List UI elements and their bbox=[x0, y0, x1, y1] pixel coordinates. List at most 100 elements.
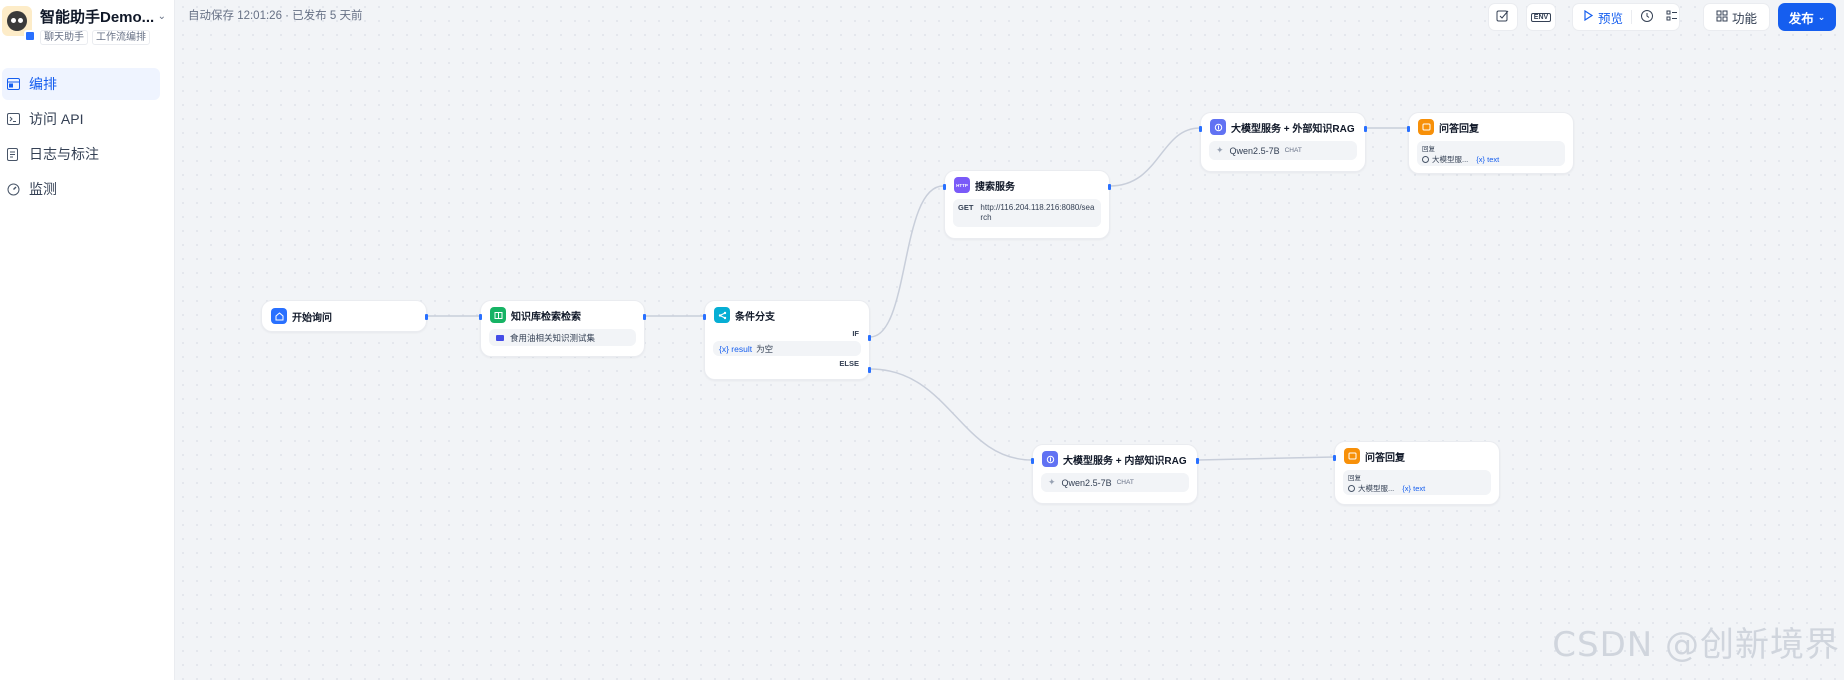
app-mode-tag: 工作流编排 bbox=[92, 30, 150, 45]
app-avatar bbox=[2, 6, 36, 42]
node-knowledge-retrieval[interactable]: 知识库检索检索 食用油相关知识测试集 bbox=[479, 300, 646, 357]
sidebar-item-label: 日志与标注 bbox=[29, 146, 99, 162]
history-icon[interactable] bbox=[1640, 9, 1654, 26]
output-handle[interactable] bbox=[1108, 184, 1111, 190]
node-llm-external[interactable]: 大模型服务 + 外部知识RAG ✦ Qwen2.5-7B CHAT bbox=[1199, 112, 1367, 172]
node-title: 知识库检索检索 bbox=[511, 311, 581, 323]
answer-icon bbox=[1344, 448, 1360, 464]
app-title: 智能助手Demo... bbox=[40, 9, 155, 26]
model-name: Qwen2.5-7B bbox=[1061, 477, 1112, 488]
model-selector: ✦ Qwen2.5-7B CHAT bbox=[1041, 473, 1189, 492]
node-http-request[interactable]: HTTP 搜索服务 GET http://116.204.118.216:808… bbox=[943, 170, 1111, 239]
checklist-button[interactable] bbox=[1488, 3, 1518, 31]
output-handle[interactable] bbox=[643, 314, 646, 320]
http-url: http://116.204.118.216:8080/search bbox=[980, 203, 1095, 222]
sidebar-item-api[interactable]: 访问 API bbox=[2, 103, 160, 135]
node-title: 大模型服务 + 内部知识RAG bbox=[1063, 455, 1187, 467]
llm-icon bbox=[1422, 156, 1429, 163]
folder-icon bbox=[496, 334, 504, 341]
sidebar-item-label: 监测 bbox=[29, 181, 57, 197]
model-mode-badge: CHAT bbox=[1116, 479, 1134, 486]
input-handle[interactable] bbox=[479, 314, 482, 320]
http-request-summary: GET http://116.204.118.216:8080/search bbox=[953, 199, 1101, 227]
layout-icon bbox=[6, 77, 20, 91]
terminal-icon bbox=[6, 112, 20, 126]
chat-badge-icon bbox=[24, 30, 36, 42]
node-title: 条件分支 bbox=[735, 311, 775, 323]
publish-label: 发布 bbox=[1788, 11, 1814, 26]
model-icon: ✦ bbox=[1048, 477, 1056, 487]
node-title: 搜索服务 bbox=[975, 181, 1015, 193]
output-handle[interactable] bbox=[1196, 458, 1199, 464]
node-answer-bottom[interactable]: 问答回复 回复 大模型服... {x} text bbox=[1333, 441, 1500, 505]
if-output-handle[interactable] bbox=[868, 335, 871, 341]
edge-http-llm-external bbox=[1109, 127, 1201, 187]
brain-icon bbox=[1042, 451, 1058, 467]
else-output-handle[interactable] bbox=[868, 367, 871, 373]
env-icon: ENV bbox=[1530, 12, 1552, 22]
checklist-icon bbox=[1496, 9, 1510, 26]
answer-variable: {x} text bbox=[1402, 484, 1426, 493]
sidebar-item-orchestrate[interactable]: 编排 bbox=[2, 68, 160, 100]
apps-icon bbox=[1716, 10, 1728, 25]
chevron-down-icon[interactable]: ⌄ bbox=[157, 11, 166, 22]
node-condition[interactable]: 条件分支 IF {x} result 为空 ELSE bbox=[703, 300, 871, 380]
answer-source: 大模型服... bbox=[1358, 484, 1395, 493]
preview-button[interactable]: 预览 bbox=[1583, 8, 1623, 27]
node-answer-top[interactable]: 问答回复 回复 大模型服... {x} text bbox=[1407, 112, 1574, 174]
sidebar-item-logs[interactable]: 日志与标注 bbox=[2, 138, 160, 170]
input-handle[interactable] bbox=[1333, 455, 1336, 461]
sidebar-item-monitor[interactable]: 监测 bbox=[2, 173, 160, 205]
publish-button[interactable]: 发布 ⌄ bbox=[1778, 3, 1836, 31]
answer-source: 大模型服... bbox=[1432, 155, 1469, 164]
answer-variable: {x} text bbox=[1476, 155, 1500, 164]
answer-label: 回复 bbox=[1348, 475, 1361, 482]
input-handle[interactable] bbox=[703, 314, 706, 320]
features-button[interactable]: 功能 bbox=[1703, 3, 1770, 31]
condition-operator: 为空 bbox=[756, 343, 774, 354]
branch-icon bbox=[714, 307, 730, 323]
node-title: 问答回复 bbox=[1439, 123, 1479, 135]
llm-icon bbox=[1348, 485, 1355, 492]
bear-icon bbox=[7, 11, 27, 31]
node-title: 大模型服务 + 外部知识RAG bbox=[1231, 123, 1355, 135]
http-icon: HTTP bbox=[954, 177, 970, 193]
book-icon bbox=[490, 307, 506, 323]
condition-variable: {x} result bbox=[719, 343, 753, 354]
output-handle[interactable] bbox=[425, 314, 428, 320]
checklist-icon[interactable] bbox=[1666, 10, 1678, 25]
model-selector: ✦ Qwen2.5-7B CHAT bbox=[1209, 141, 1357, 160]
edge-llm-internal-answer bbox=[1197, 456, 1335, 461]
input-handle[interactable] bbox=[1199, 126, 1202, 132]
autosave-status: 自动保存 12:01:26 · 已发布 5 天前 bbox=[188, 10, 363, 22]
chevron-down-icon: ⌄ bbox=[1817, 11, 1826, 22]
answer-icon bbox=[1418, 119, 1434, 135]
app-header[interactable]: 智能助手Demo... ⌄ 聊天助手 工作流编排 bbox=[0, 0, 174, 50]
input-handle[interactable] bbox=[1031, 458, 1034, 464]
input-handle[interactable] bbox=[1407, 126, 1410, 132]
model-mode-badge: CHAT bbox=[1284, 147, 1302, 154]
model-name: Qwen2.5-7B bbox=[1229, 145, 1280, 156]
http-method: GET bbox=[958, 203, 974, 212]
edge-else-llm-internal bbox=[869, 368, 1033, 461]
node-start[interactable]: 开始询问 bbox=[261, 300, 428, 332]
answer-label: 回复 bbox=[1422, 146, 1435, 153]
sidebar: 智能助手Demo... ⌄ 聊天助手 工作流编排 编排 访问 API bbox=[0, 0, 175, 680]
env-button[interactable]: ENV bbox=[1526, 3, 1556, 31]
else-label: ELSE bbox=[839, 359, 859, 368]
answer-content: 回复 大模型服... {x} text bbox=[1343, 470, 1491, 495]
features-label: 功能 bbox=[1731, 11, 1757, 26]
preview-label: 预览 bbox=[1598, 11, 1624, 26]
node-llm-internal[interactable]: 大模型服务 + 内部知识RAG ✦ Qwen2.5-7B CHAT bbox=[1031, 444, 1199, 504]
brain-icon bbox=[1210, 119, 1226, 135]
input-handle[interactable] bbox=[943, 184, 946, 190]
edge-if-http bbox=[869, 185, 944, 338]
dataset-name: 食用油相关知识测试集 bbox=[510, 332, 596, 343]
answer-content: 回复 大模型服... {x} text bbox=[1417, 141, 1565, 166]
toolbar-divider bbox=[1631, 10, 1633, 24]
sidebar-item-label: 访问 API bbox=[29, 111, 84, 127]
sidebar-item-label: 编排 bbox=[29, 76, 57, 92]
preview-toolbar-group: 预览 bbox=[1572, 3, 1680, 31]
output-handle[interactable] bbox=[1364, 126, 1367, 132]
node-title: 问答回复 bbox=[1365, 452, 1405, 464]
